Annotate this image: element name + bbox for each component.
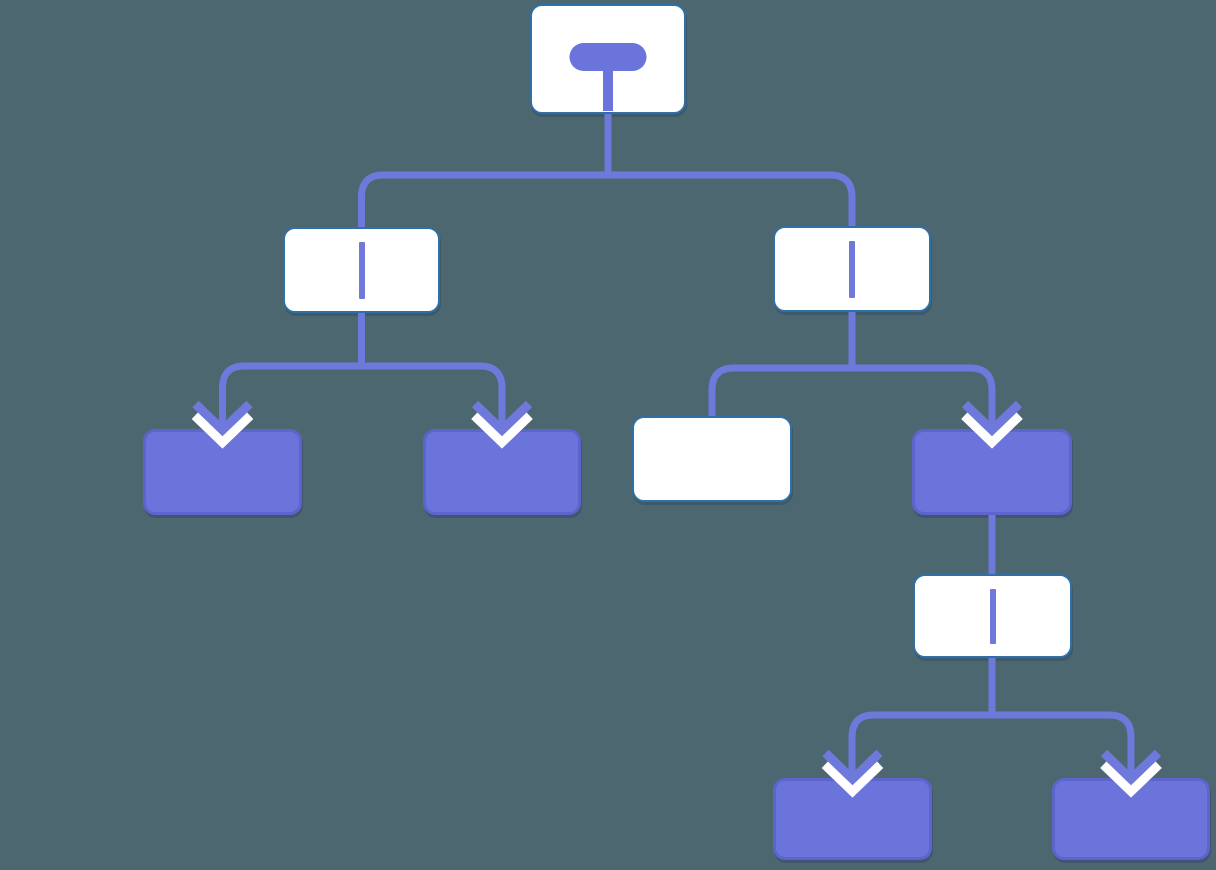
- arrow-purple-chevron: [961, 400, 1023, 437]
- arrow-purple-chevron: [1100, 749, 1162, 786]
- node-leaf-left-1[interactable]: [143, 429, 302, 515]
- node-split-bottom[interactable]: [913, 574, 1072, 658]
- node-leaf-left-2[interactable]: [423, 429, 581, 515]
- arrow-purple-chevron: [822, 749, 883, 786]
- arrow-purple-chevron: [471, 400, 533, 437]
- node-leaf-bottom-1[interactable]: [773, 778, 932, 860]
- node-root[interactable]: [530, 4, 686, 114]
- node-split-left[interactable]: [283, 227, 440, 313]
- vertical-divider-line: [989, 589, 996, 644]
- node-split-right[interactable]: [773, 226, 931, 312]
- node-plain-white[interactable]: [632, 416, 792, 502]
- connector-edge-rail-bottom: [848, 711, 1135, 781]
- pill-stem-shape: [603, 66, 613, 111]
- node-purple-mid[interactable]: [912, 429, 1072, 515]
- vertical-divider-line: [358, 242, 365, 299]
- connector-edge-rail-left: [219, 362, 506, 432]
- rounded-pill-shape: [569, 43, 647, 71]
- connector-edge-rail-level1: [358, 171, 856, 227]
- node-leaf-bottom-2[interactable]: [1052, 778, 1210, 860]
- vertical-divider-line: [849, 241, 855, 298]
- arrow-purple-chevron: [192, 400, 253, 437]
